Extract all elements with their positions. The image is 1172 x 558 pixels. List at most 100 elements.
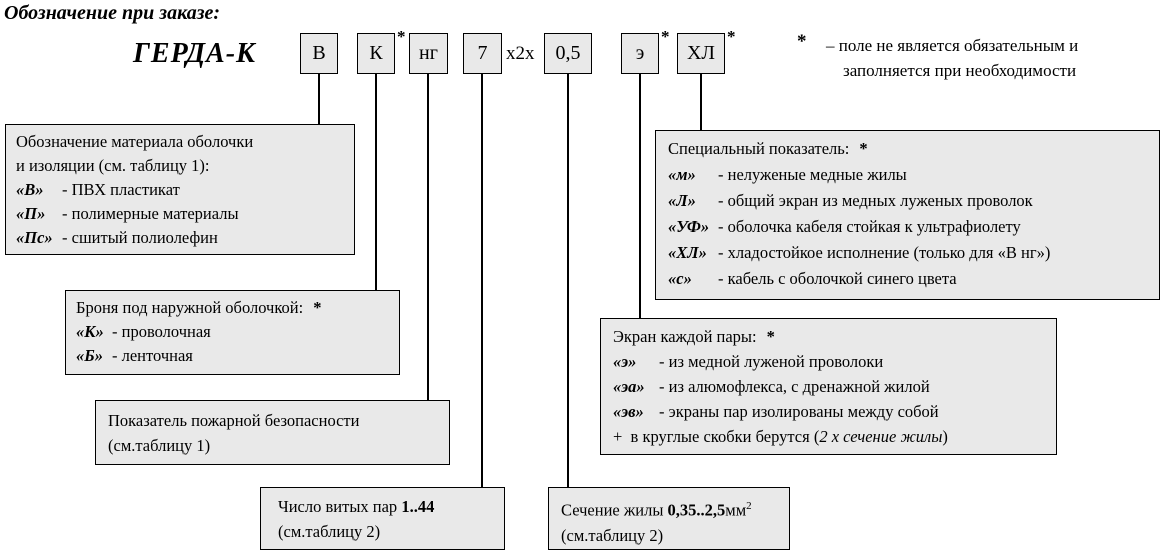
legend-item: «эа» - из алюмофлекса, с дренажной жилой	[613, 374, 1046, 399]
callout-pair-shield: Экран каждой пары: * «э» - из медной луж…	[600, 318, 1057, 455]
legend-desc: - ПВХ пластикат	[62, 180, 180, 199]
asterisk-icon: *	[397, 27, 406, 46]
connector-line-pairs	[481, 74, 483, 487]
legend-item: «Б» - ленточная	[76, 344, 389, 368]
legend-item: «ХЛ» - хладостойкое исполнение (только д…	[668, 240, 1149, 266]
connector-line-sheath	[318, 74, 320, 124]
legend-item: «м» - нелуженые медные жилы	[668, 162, 1149, 188]
legend-desc: - экраны пар изолированы между собой	[659, 402, 939, 421]
brand-name: ГЕРДА-К	[133, 38, 257, 69]
legend-desc: - из медной луженой проволоки	[659, 352, 884, 371]
designation-box-special: ХЛ	[677, 33, 725, 74]
callout-note: + в круглые скобки берутся (2 х сечение …	[613, 424, 1046, 449]
callout-fire-safety: Показатель пожарной безопасности (см.таб…	[95, 400, 450, 465]
callout-title-row: Броня под наружной оболочкой: *	[76, 296, 389, 320]
footnote: – поле не является обязательным и заполн…	[826, 33, 1156, 83]
legend-item: «К» - проволочная	[76, 320, 389, 344]
legend-key: «эа»	[613, 377, 645, 396]
callout-armor: Броня под наружной оболочкой: * «К» - пр…	[65, 290, 400, 375]
legend-item: «В» - ПВХ пластикат	[16, 178, 344, 202]
legend-key: «В»	[16, 180, 44, 199]
callout-note: (см.таблицу 2)	[278, 522, 381, 541]
legend-desc: - оболочка кабеля стойкая к ультрафиолет…	[718, 217, 1021, 236]
callout-title: Специальный показатель:	[668, 139, 850, 158]
footnote-line1: – поле не является обязательным и	[826, 36, 1079, 55]
legend-desc: - сшитый полиолефин	[62, 228, 218, 247]
legend-desc: - ленточная	[112, 346, 193, 365]
callout-title-row: Экран каждой пары: *	[613, 324, 1046, 349]
connector-line-shield	[639, 74, 641, 318]
legend-desc: - кабель с оболочкой синего цвета	[718, 269, 957, 288]
callout-title: Обозначение материала оболочки	[16, 132, 254, 151]
designation-box-armor: К	[357, 33, 395, 74]
cross-unit-exponent: 2	[746, 500, 752, 512]
connector-line-cross-section	[567, 74, 569, 487]
callout-title: Показатель пожарной безопасности	[108, 411, 360, 430]
legend-key: «с»	[668, 269, 692, 288]
connector-line-armor	[375, 74, 377, 290]
legend-item: «П» - полимерные материалы	[16, 202, 344, 226]
footnote-line2: заполняется при необходимости	[843, 61, 1077, 80]
note-italic: 2 х сечение жилы	[819, 427, 943, 446]
callout-title: Броня под наружной оболочкой:	[76, 298, 304, 317]
designation-box-cross-section: 0,5	[544, 33, 592, 74]
callout-cross-section: Сечение жилы 0,35..2,5мм2 (см.таблицу 2)	[548, 487, 790, 550]
legend-key: «эв»	[613, 402, 644, 421]
callout-sheath-material: Обозначение материала оболочки и изоляци…	[5, 124, 355, 255]
legend-key: «К»	[76, 322, 104, 341]
asterisk-icon: *	[661, 27, 670, 46]
callout-title: Сечение жилы 0,35..2,5мм2	[561, 494, 779, 523]
legend-key: «Б»	[76, 346, 103, 365]
legend-key: «П»	[16, 204, 46, 223]
legend-item: «э» - из медной луженой проволоки	[613, 349, 1046, 374]
asterisk-icon: *	[313, 298, 322, 317]
designation-box-shield: э	[621, 33, 659, 74]
asterisk-icon: *	[797, 31, 807, 52]
legend-desc: - общий экран из медных луженых проволок	[718, 191, 1033, 210]
cross-unit: мм	[725, 500, 747, 520]
legend-item: «с» - кабель с оболочкой синего цвета	[668, 266, 1149, 292]
designation-label: ХЛ	[686, 42, 715, 64]
pairs-text: Число витых пар	[278, 497, 402, 516]
callout-special-indicator: Специальный показатель: * «м» - нелужены…	[655, 130, 1160, 300]
note-text: + в круглые скобки берутся (	[613, 427, 820, 446]
designation-label: К	[369, 42, 383, 64]
legend-key: «Пс»	[16, 228, 53, 247]
legend-item: «Л» - общий экран из медных луженых пров…	[668, 188, 1149, 214]
designation-label: 0,5	[555, 42, 581, 64]
designation-label: 7	[477, 42, 488, 64]
legend-desc: - проволочная	[112, 322, 211, 341]
legend-desc: - нелуженые медные жилы	[718, 165, 907, 184]
legend-key: «УФ»	[668, 217, 710, 236]
connector-line-special	[700, 74, 702, 130]
callout-title-row: Специальный показатель: *	[668, 136, 1149, 162]
legend-item: «эв» - экраны пар изолированы между собо…	[613, 399, 1046, 424]
cross-text: Сечение жилы	[561, 500, 668, 520]
legend-desc: - из алюмофлекса, с дренажной жилой	[659, 377, 930, 396]
legend-item: «УФ» - оболочка кабеля стойкая к ультраф…	[668, 214, 1149, 240]
legend-key: «Л»	[668, 191, 696, 210]
callout-note: (см.таблицу 1)	[108, 436, 211, 455]
designation-label: э	[635, 42, 645, 64]
callout-pair-count: Число витых пар 1..44 (см.таблицу 2)	[260, 487, 505, 550]
designation-label: В	[312, 42, 326, 64]
legend-desc: - хладостойкое исполнение (только для «В…	[718, 243, 1051, 262]
legend-desc: - полимерные материалы	[62, 204, 239, 223]
legend-key: «э»	[613, 352, 637, 371]
pairs-range: 1..44	[401, 497, 435, 516]
cross-range: 0,35..2,5	[667, 500, 726, 520]
designation-separator: х2х	[506, 43, 535, 64]
note-close: )	[942, 427, 948, 446]
page-title: Обозначение при заказе:	[4, 2, 221, 24]
designation-box-fire: нг	[409, 33, 448, 74]
callout-note: (см.таблицу 2)	[561, 525, 664, 545]
connector-line-fire	[427, 74, 429, 400]
legend-item: «Пс» - сшитый полиолефин	[16, 226, 344, 250]
callout-title: и изоляции (см. таблицу 1):	[16, 156, 210, 175]
asterisk-icon: *	[766, 327, 775, 346]
designation-box-pairs: 7	[463, 33, 502, 74]
asterisk-icon: *	[727, 27, 736, 46]
callout-title: Экран каждой пары:	[613, 327, 757, 346]
asterisk-icon: *	[859, 139, 868, 158]
